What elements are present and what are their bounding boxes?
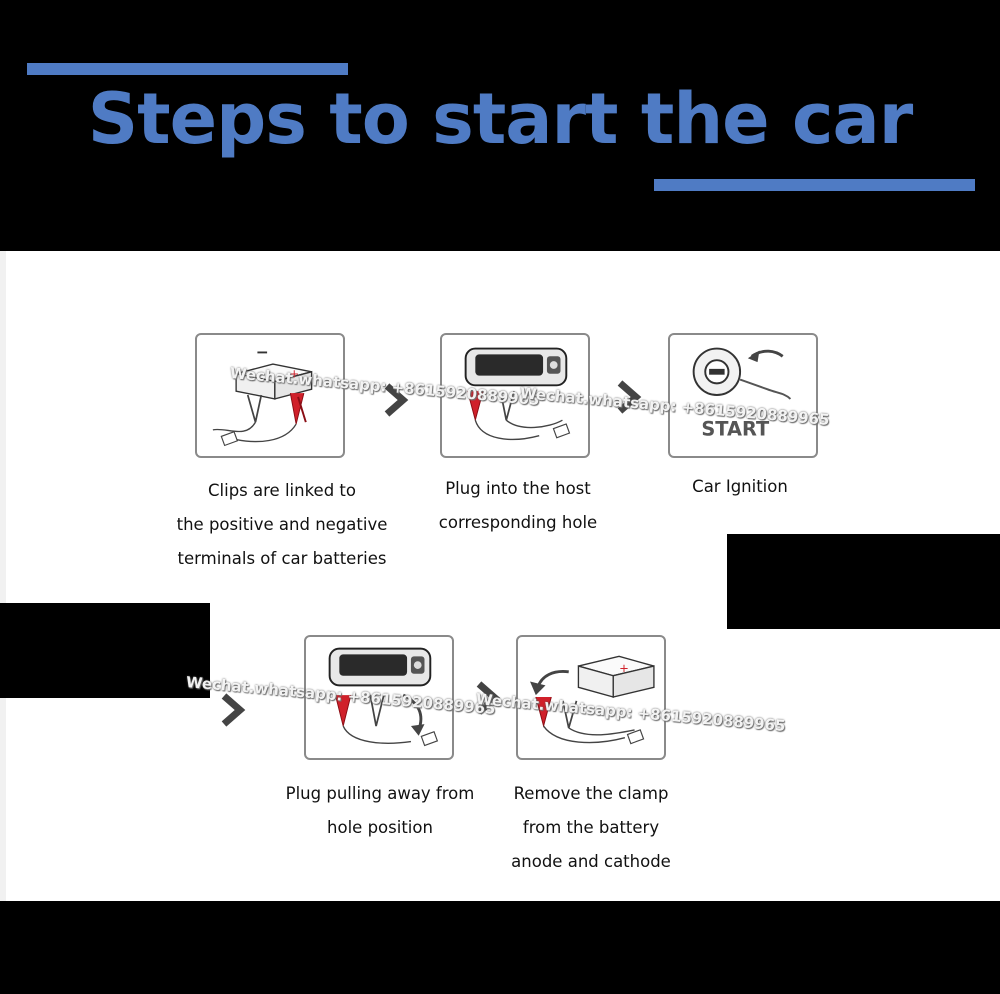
step-1-caption: Clips are linked to the positive and neg… xyxy=(167,474,397,576)
caption-line: terminals of car batteries xyxy=(177,549,387,568)
chevron-right-icon xyxy=(617,380,642,414)
caption-line: corresponding hole xyxy=(438,513,598,532)
caption-line: the positive and negative xyxy=(176,515,388,534)
chevron-right-icon xyxy=(384,383,409,417)
header-banner: Steps to start the car xyxy=(0,0,1000,251)
caption-line: Clips are linked to xyxy=(208,481,356,500)
step-2-image xyxy=(440,333,590,458)
step-4-caption: Plug pulling away from hole position xyxy=(270,777,490,845)
caption-line: Remove the clamp xyxy=(513,784,669,803)
step-5-image: + xyxy=(516,635,666,760)
battery-clip-icon: + xyxy=(530,655,655,745)
step-2-caption: Plug into the host corresponding hole xyxy=(413,472,623,540)
caption-line: Car Ignition xyxy=(692,477,788,496)
accent-bar-top xyxy=(27,63,348,75)
footer-banner xyxy=(0,901,1000,994)
ignition-key-icon: START xyxy=(692,347,792,441)
start-label: START xyxy=(701,418,770,441)
step-4-image xyxy=(304,635,454,760)
black-block-left xyxy=(0,603,210,698)
chevron-right-icon xyxy=(221,693,246,727)
caption-line: anode and cathode xyxy=(511,852,671,871)
step-5-caption: Remove the clamp from the battery anode … xyxy=(486,777,696,879)
caption-line: Plug pulling away from xyxy=(285,784,475,803)
caption-line: hole position xyxy=(327,818,433,837)
jump-starter-icon xyxy=(464,347,571,441)
step-3-caption: Car Ignition xyxy=(655,470,825,504)
caption-line: Plug into the host xyxy=(445,479,591,498)
page-title: Steps to start the car xyxy=(87,78,914,160)
panel-edge xyxy=(0,251,6,901)
svg-text:+: + xyxy=(619,661,629,675)
svg-text:+: + xyxy=(289,367,299,381)
chevron-right-icon xyxy=(476,681,501,715)
step-3-image: START xyxy=(668,333,818,458)
step-1-image: + xyxy=(195,333,345,458)
black-block-right xyxy=(727,534,1000,629)
jump-starter-icon xyxy=(328,647,439,747)
caption-line: from the battery xyxy=(522,818,660,837)
battery-clip-icon: + xyxy=(212,351,313,447)
accent-bar-bottom xyxy=(654,179,975,191)
